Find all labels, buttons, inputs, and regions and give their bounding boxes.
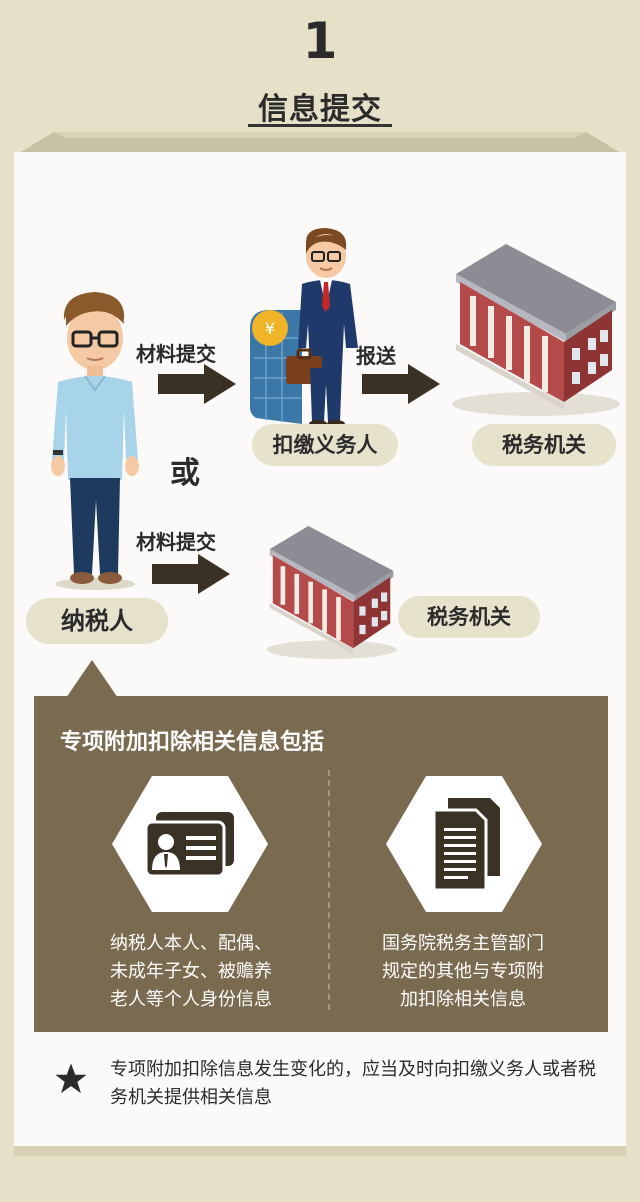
submit-label-top: 材料提交 [136,342,216,366]
svg-text:¥: ¥ [265,319,275,338]
tax-authority-building-icon [266,526,397,659]
report-label: 报送 [356,344,396,368]
tax-authority-label-top: 税务机关 [472,424,616,466]
id-card-icon [112,776,268,912]
info-title: 专项附加扣除相关信息包括 [60,730,325,755]
or-label: 或 [170,456,200,491]
arrow-right-icon [158,364,236,404]
card-bottom-strip [14,1146,626,1156]
info-item-line: 纳税人本人、配偶、 [110,933,272,954]
info-item-line: 加扣除相关信息 [400,989,526,1010]
info-item-line: 老人等个人身份信息 [110,989,272,1010]
info-item-identity: 纳税人本人、配偶、 未成年子女、被赡养 老人等个人身份信息 [76,930,306,1014]
info-divider [328,770,331,1010]
taxpayer-label: 纳税人 [26,598,168,644]
info-item-other: 国务院税务主管部门 规定的其他与专项附 加扣除相关信息 [348,930,578,1014]
step-title: 信息提交 [258,92,382,127]
ribbon-decoration [14,132,626,156]
withholding-agent-illustration: ¥ [250,228,358,428]
documents-icon [386,776,542,912]
info-box-pointer [66,660,118,698]
tax-authority-label-bottom: 税务机关 [398,596,540,638]
arrow-right-icon [362,364,440,404]
info-item-line: 国务院税务主管部门 [382,933,544,954]
info-item-line: 未成年子女、被赡养 [110,961,272,982]
info-item-line: 规定的其他与专项附 [382,961,544,982]
title-underline [248,124,392,127]
withholding-agent-label: 扣缴义务人 [252,424,398,466]
taxpayer-illustration [51,292,139,590]
star-icon [55,1063,87,1094]
tax-authority-building-icon [452,244,620,416]
submit-label-bottom: 材料提交 [136,530,216,554]
note-text: 专项附加扣除信息发生变化的，应当及时向扣缴义务人或者税务机关提供相关信息 [110,1059,596,1108]
step-number: 1 [302,12,338,70]
arrow-right-icon [152,554,230,594]
